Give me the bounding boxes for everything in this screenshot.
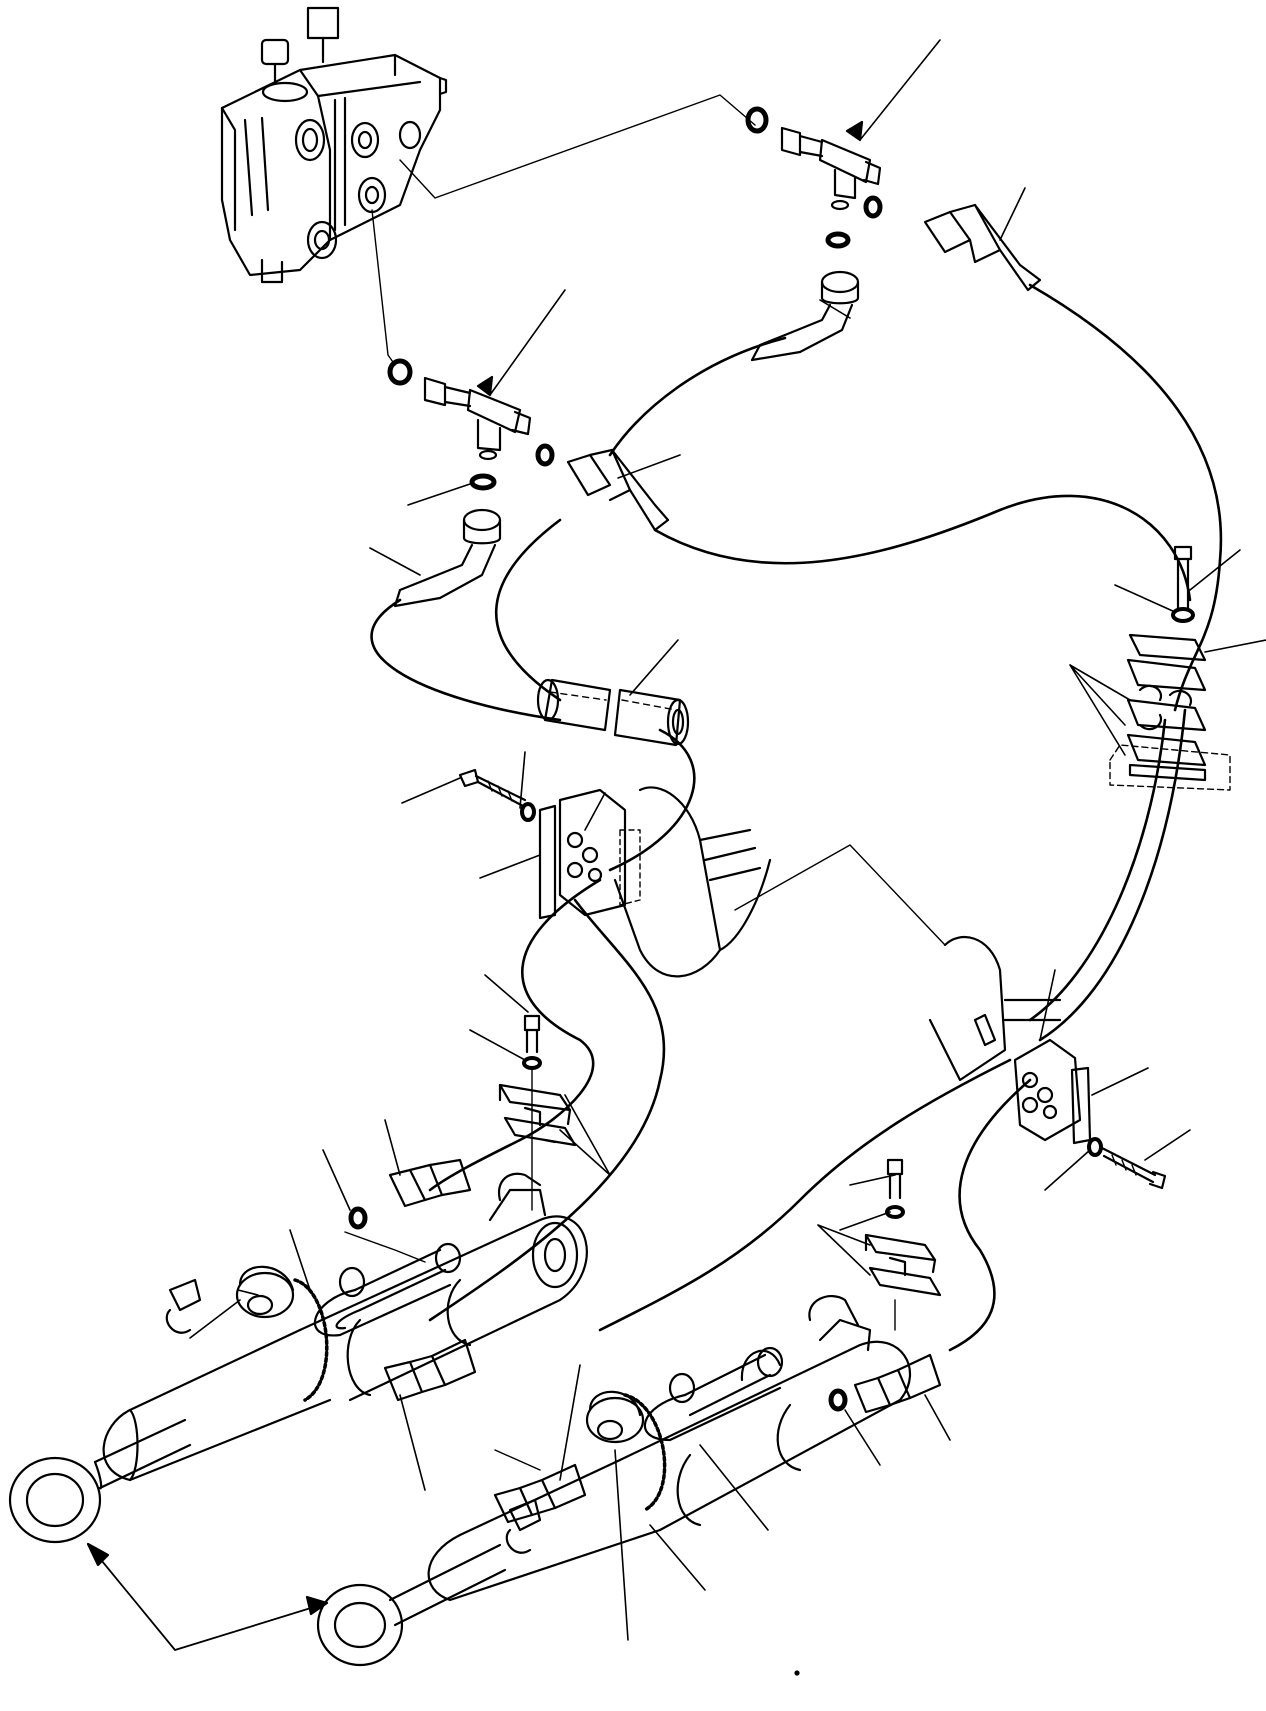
callout-leaders <box>190 40 1266 1640</box>
leader-line <box>372 210 395 365</box>
leader-line <box>495 1450 540 1470</box>
control-valve <box>222 8 446 282</box>
hydraulic-hose <box>372 285 1221 1350</box>
tee-fitting-lower <box>425 378 530 459</box>
leader-line <box>345 1232 425 1262</box>
tee-fitting-upper <box>748 109 880 209</box>
reference-arrow <box>88 1544 327 1650</box>
clamp-plate <box>866 1235 940 1295</box>
hydraulic-cylinder-right <box>318 1296 910 1665</box>
hose-clamp-block <box>560 790 625 915</box>
hose-clamp-block <box>1015 1040 1080 1140</box>
elbow-fitting <box>752 272 858 360</box>
clamp-plate <box>540 806 555 918</box>
o-ring <box>831 1391 845 1409</box>
frame-section <box>930 937 1060 1080</box>
washer <box>1173 609 1193 621</box>
leader-line <box>400 95 755 198</box>
o-ring <box>351 1209 365 1227</box>
arrowhead <box>847 122 862 140</box>
clamp-plate <box>1128 635 1205 765</box>
washer <box>524 1058 540 1068</box>
bolt <box>888 1160 902 1198</box>
hose-fitting <box>385 1340 475 1400</box>
hose-band-clamp <box>237 1267 327 1400</box>
o-ring <box>390 361 410 383</box>
leader-line <box>735 845 945 945</box>
bolt <box>1175 547 1191 608</box>
o-ring <box>828 234 848 246</box>
hydraulic-cylinder-left <box>10 1174 587 1542</box>
hose-fitting <box>925 205 1040 290</box>
washer <box>887 1207 903 1217</box>
dot <box>796 1672 799 1675</box>
hose-fitting <box>390 1160 470 1206</box>
frame-section <box>615 787 770 976</box>
pipe-loop <box>645 1348 782 1440</box>
o-ring <box>538 446 552 464</box>
protective-sleeve <box>538 680 688 745</box>
o-ring <box>472 476 494 488</box>
hose-band-clamp <box>587 1392 665 1510</box>
pipe-loop <box>315 1244 460 1335</box>
clamp-plate <box>500 1085 575 1145</box>
bolt <box>1102 1148 1165 1188</box>
elbow-fitting <box>395 510 500 606</box>
washer <box>522 804 534 820</box>
bolt <box>525 1016 539 1052</box>
hose-fitting <box>495 1465 585 1522</box>
o-ring <box>866 198 880 216</box>
bolt <box>460 770 525 806</box>
washer <box>1089 1139 1101 1155</box>
hose-fitting <box>568 450 668 530</box>
frame-section <box>1110 745 1230 790</box>
arrowhead <box>478 377 492 395</box>
hose-fitting <box>855 1355 940 1412</box>
clamp-plate <box>1072 1068 1090 1143</box>
